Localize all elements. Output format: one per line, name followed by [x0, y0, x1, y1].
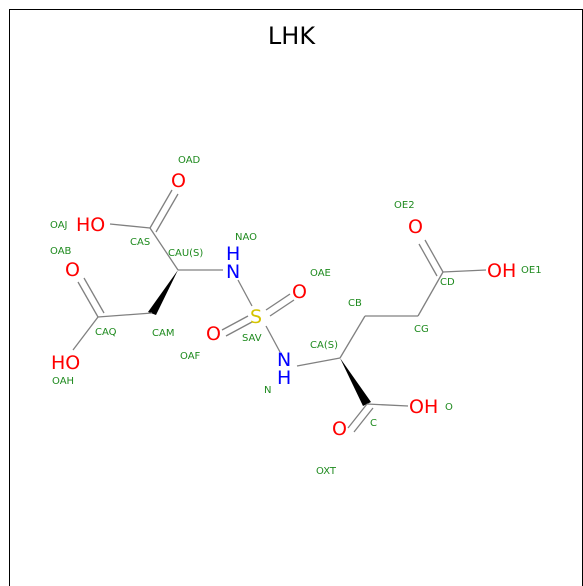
- label-oxt: OXT: [316, 466, 337, 477]
- label-cas: CAS: [130, 237, 150, 248]
- atom-oab: O: [65, 259, 80, 281]
- atom-nao-h: H: [226, 243, 240, 265]
- label-n: N: [264, 385, 271, 396]
- label-oah: OAH: [52, 376, 74, 387]
- bond-nao-sav: [237, 279, 253, 307]
- bond-cam-caq: [97, 312, 153, 318]
- label-cb: CB: [348, 298, 362, 309]
- bond-c-oxt-double: [353, 407, 374, 433]
- bond-cd-oe1: [442, 269, 487, 273]
- bond-caq-oab: [77, 281, 99, 318]
- bond-c-o: [366, 403, 409, 407]
- atom-n-h: H: [277, 367, 291, 389]
- label-oaf: OAF: [180, 351, 201, 362]
- molecule-title: LHK: [267, 22, 316, 50]
- label-caq: CAQ: [95, 327, 117, 338]
- bond-sav-oaf-double: [221, 315, 249, 331]
- atom-symbol-layer: O HO O HO H N O S O N H O OH OH O: [51, 170, 516, 440]
- atom-oaf: O: [206, 323, 221, 345]
- label-nao: NAO: [235, 232, 257, 243]
- label-c: C: [370, 418, 377, 429]
- label-cd: CD: [440, 277, 455, 288]
- label-o: O: [445, 402, 453, 413]
- bond-cg-cd: [417, 271, 444, 317]
- atom-o: OH: [409, 396, 438, 418]
- bond-n-ca: [296, 357, 341, 367]
- label-ca: CA(S): [310, 340, 338, 351]
- label-oe2: OE2: [394, 200, 415, 211]
- bond-sav-oaf: [225, 321, 253, 337]
- atom-oah: HO: [51, 352, 80, 374]
- bond-cas-oaj: [109, 223, 151, 229]
- atom-label-layer: OAD OAJ OAB CAS CAU(S) NAO CAQ CAM OAE S…: [50, 155, 542, 477]
- bond-caq-oab-double: [83, 277, 105, 314]
- atom-oad: O: [171, 170, 186, 192]
- label-oe1: OE1: [521, 265, 542, 276]
- bond-layer: [72, 189, 487, 433]
- atom-oe1: OH: [487, 260, 516, 282]
- bond-cas-oad: [149, 189, 173, 229]
- atom-oe2: O: [408, 216, 423, 238]
- wedge-ca-c: [340, 358, 371, 406]
- bond-sav-oae-double: [269, 299, 295, 317]
- bond-c-oxt: [347, 403, 368, 429]
- atom-n-n: N: [277, 349, 291, 371]
- bond-caq-oah: [72, 316, 99, 351]
- atom-oae: O: [292, 281, 307, 303]
- atom-sav: S: [250, 306, 262, 328]
- bond-cas-oad-double: [155, 193, 179, 233]
- label-oaj: OAJ: [50, 220, 68, 231]
- bond-cas-cau: [149, 227, 179, 271]
- label-sav: SAV: [242, 333, 262, 344]
- atom-oaj: HO: [76, 214, 105, 236]
- label-oab: OAB: [50, 246, 72, 257]
- atom-oxt: O: [332, 418, 347, 440]
- bond-cd-oe2-double: [418, 243, 438, 277]
- label-cau: CAU(S): [168, 248, 203, 259]
- bond-sav-n: [265, 325, 281, 353]
- label-oae: OAE: [310, 268, 331, 279]
- bond-cd-oe2: [424, 239, 444, 273]
- wedge-cau-cam: [148, 270, 178, 315]
- bond-ca-cb: [339, 315, 366, 359]
- bond-sav-oae: [265, 293, 291, 311]
- label-oad: OAD: [178, 155, 201, 166]
- label-cg: CG: [414, 324, 429, 335]
- label-cam: CAM: [152, 328, 174, 339]
- atom-nao-n: N: [226, 261, 240, 283]
